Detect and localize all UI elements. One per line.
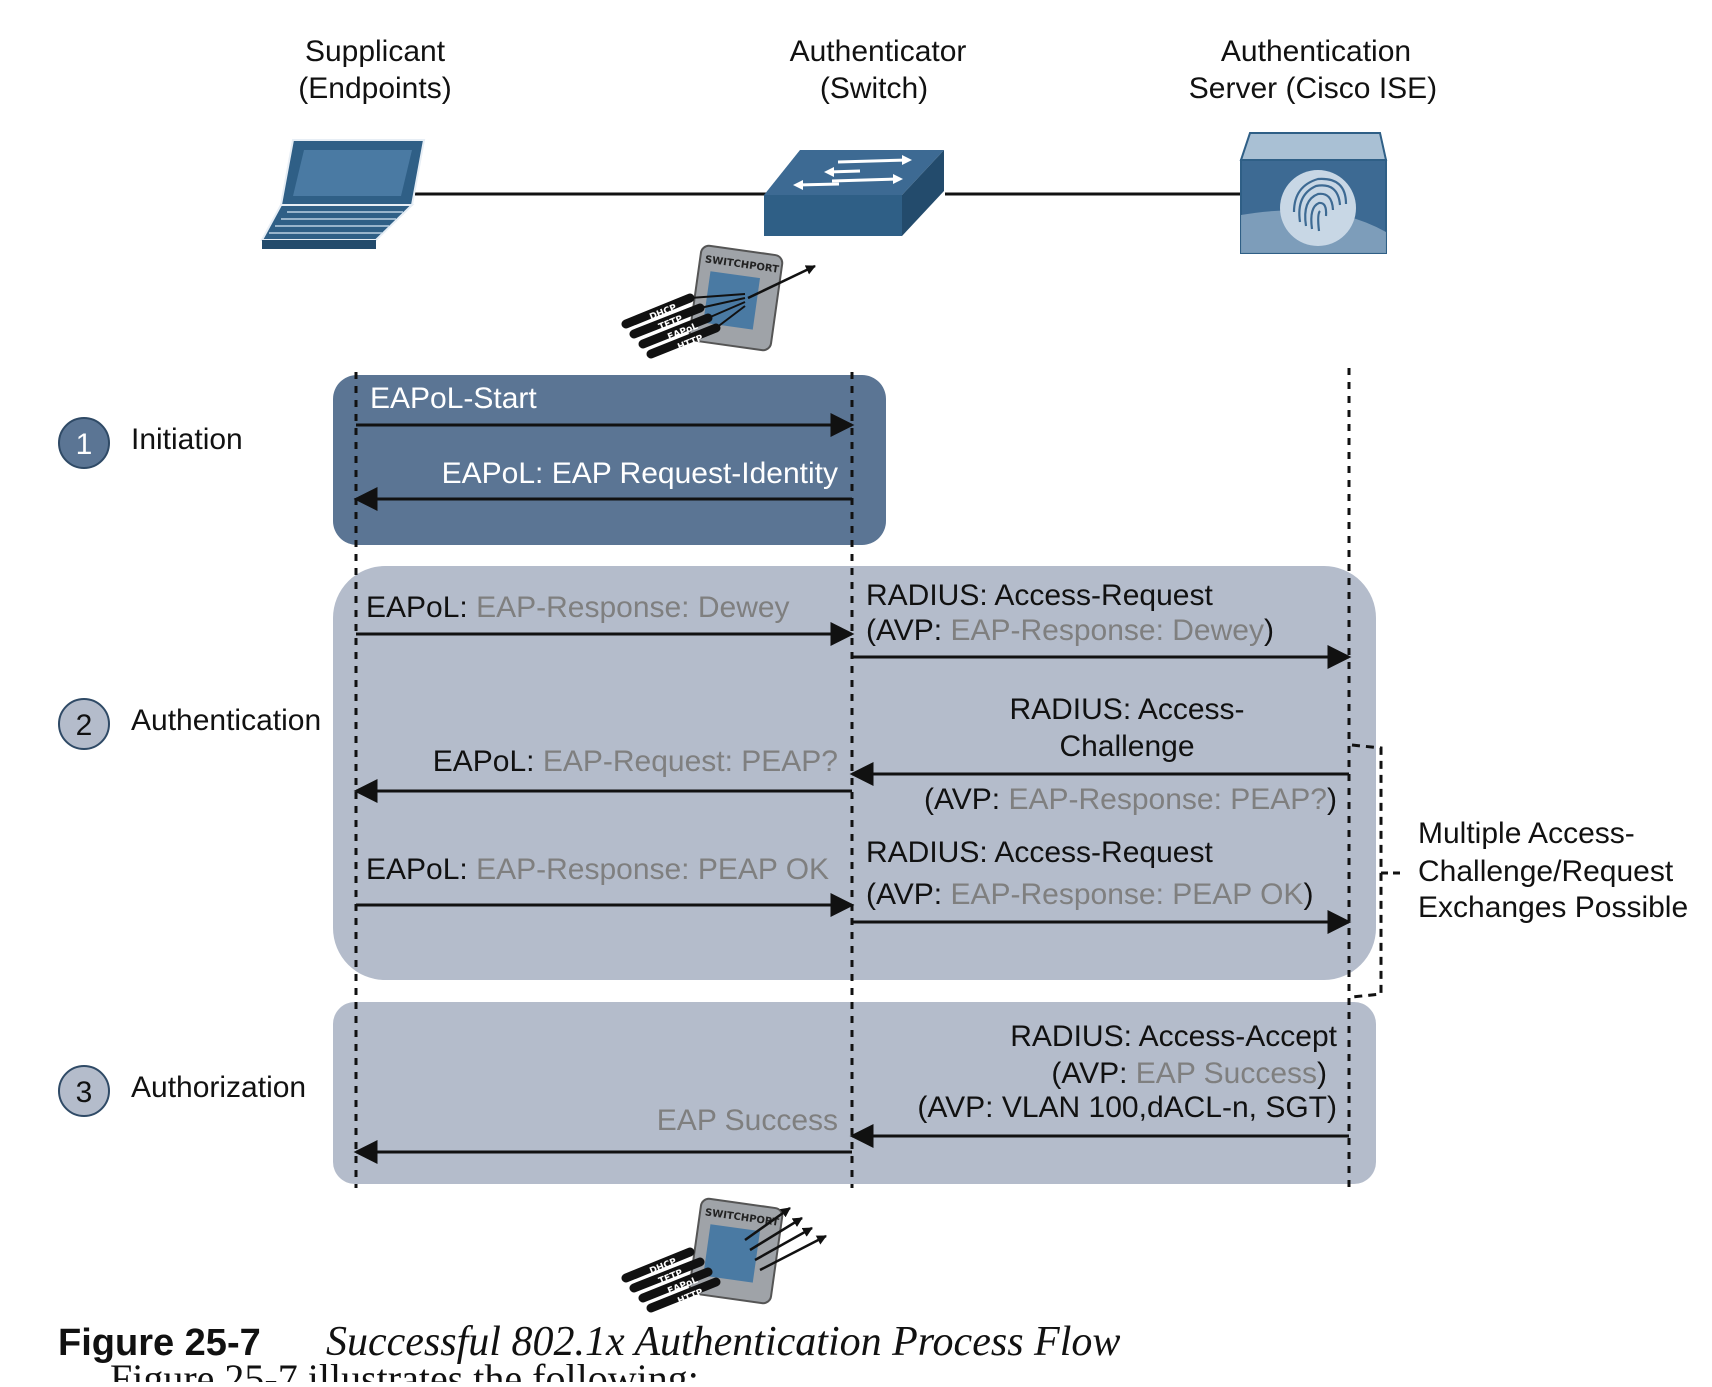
svg-text:Authorization: Authorization (131, 1071, 306, 1104)
role-server-label: Authentication Server (Cisco ISE) (1189, 35, 1437, 105)
svg-text:Multiple Access-: Multiple Access- (1418, 817, 1635, 850)
svg-text:Authentication: Authentication (131, 704, 321, 737)
msg-eap-response-dewey: EAPoL: EAP-Response: Dewey (366, 591, 790, 624)
fingerprint-icon (1292, 177, 1348, 232)
msg-eap-success: EAP Success (657, 1104, 838, 1137)
svg-text:RADIUS: Access-: RADIUS: Access- (1009, 693, 1244, 726)
svg-text:(Switch): (Switch) (820, 72, 928, 105)
authorization-band (333, 1002, 1376, 1184)
msg-radius-access-challenge: RADIUS: Access- Challenge (AVP: EAP-Resp… (924, 693, 1337, 816)
phase-3-badge (58, 1065, 110, 1117)
msg-radius-access-accept: RADIUS: Access-Accept (AVP: EAP Success)… (917, 1020, 1337, 1124)
msg-eap-request-peap: EAPoL: EAP-Request: PEAP? (433, 745, 838, 778)
svg-text:Challenge: Challenge (1059, 730, 1194, 763)
svg-text:(AVP: EAP-Response: PEAP OK): (AVP: EAP-Response: PEAP OK) (866, 878, 1313, 911)
phase-1: 1 Initiation (58, 417, 243, 469)
phase-2-badge (58, 698, 110, 750)
svg-text:Successful 802.1x Authenticati: Successful 802.1x Authentication Process… (326, 1319, 1120, 1365)
svg-text:Server (Cisco ISE): Server (Cisco ISE) (1189, 72, 1437, 105)
svg-text:(AVP: EAP-Response: PEAP?): (AVP: EAP-Response: PEAP?) (924, 783, 1337, 816)
svg-text:2: 2 (76, 709, 93, 742)
svg-text:Exchanges Possible: Exchanges Possible (1418, 891, 1688, 924)
svg-text:RADIUS: Access-Request: RADIUS: Access-Request (866, 836, 1213, 869)
svg-text:Authenticator: Authenticator (790, 35, 967, 68)
cut-off-body-text: Figure 25-7 illustrates the following: (110, 1356, 699, 1382)
svg-text:Authentication: Authentication (1221, 35, 1411, 68)
role-supplicant-label: Supplicant (Endpoints) (298, 35, 451, 105)
ise-server-icon (1239, 132, 1388, 254)
phase-1-badge (58, 417, 110, 469)
phase-2: 2 Authentication (58, 698, 321, 750)
msg-radius-access-request-2: RADIUS: Access-Request (AVP: EAP-Respons… (866, 836, 1313, 911)
svg-text:(AVP: EAP-Response: Dewey): (AVP: EAP-Response: Dewey) (866, 614, 1274, 647)
svg-text:Challenge/Request: Challenge/Request (1418, 855, 1674, 888)
svg-text:(AVP: VLAN 100,dACL-n, SGT): (AVP: VLAN 100,dACL-n, SGT) (917, 1091, 1337, 1124)
switchport-icon-bottom: SWITCHPORT DHCP TFTP EAPoL HTTP (621, 1197, 827, 1313)
msg-request-identity: EAPoL: EAP Request-Identity (442, 457, 838, 490)
switch-icon (764, 150, 944, 236)
figure-caption: Figure 25-7 Successful 802.1x Authentica… (58, 1319, 1120, 1365)
svg-text:RADIUS: Access-Request: RADIUS: Access-Request (866, 579, 1213, 612)
switchport-icon-top: SWITCHPORT DHCP TFTP EAPoL HTTP (621, 244, 816, 359)
svg-text:(Endpoints): (Endpoints) (298, 72, 451, 105)
phase-3: 3 Authorization (58, 1065, 306, 1117)
laptop-icon (260, 139, 426, 249)
svg-text:(AVP: EAP Success): (AVP: EAP Success) (1051, 1057, 1327, 1090)
svg-text:Figure 25-7: Figure 25-7 (58, 1322, 261, 1364)
role-authenticator-label: Authenticator (Switch) (790, 35, 967, 105)
bracket-note: Multiple Access- Challenge/Request Excha… (1418, 817, 1688, 924)
initiation-band (333, 375, 886, 545)
svg-text:RADIUS: Access-Accept: RADIUS: Access-Accept (1010, 1020, 1337, 1053)
msg-eap-response-peap-ok: EAPoL: EAP-Response: PEAP OK (366, 853, 829, 886)
svg-text:3: 3 (76, 1076, 93, 1109)
svg-text:Initiation: Initiation (131, 423, 243, 456)
svg-text:1: 1 (76, 428, 93, 461)
msg-eapol-start: EAPoL-Start (370, 382, 537, 415)
svg-text:Supplicant: Supplicant (305, 35, 446, 68)
exchange-bracket (1351, 743, 1383, 999)
msg-radius-access-request-1: RADIUS: Access-Request (AVP: EAP-Respons… (866, 579, 1274, 647)
